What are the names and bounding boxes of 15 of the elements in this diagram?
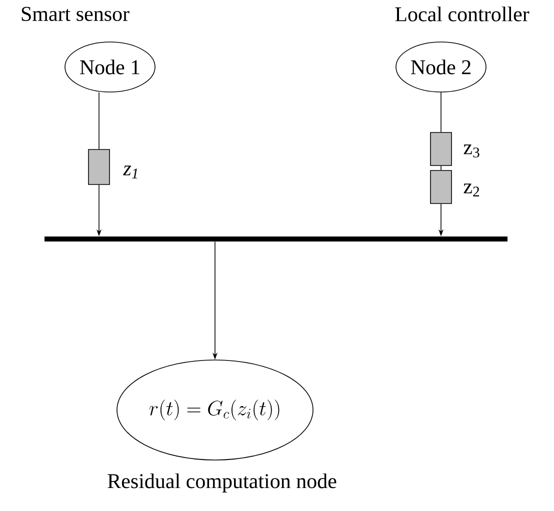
ellipse-node: Node 2 [396, 42, 486, 92]
packet-label: z$_{2}$ [464, 184, 480, 196]
connector-line [440, 92, 442, 132]
packet-box [430, 170, 452, 204]
packet-box [430, 132, 452, 166]
packet-box [88, 149, 110, 185]
node-caption: Local controller [395, 6, 530, 22]
ellipse-node: Node 1 [64, 42, 156, 92]
packet-label: z$_{1}$ [122, 166, 138, 178]
connector-line [440, 165, 442, 170]
node-caption: Smart sensor [22, 6, 130, 22]
connector-line [98, 92, 100, 150]
node-caption: Residual computation node [108, 473, 336, 492]
ellipse-node: $r(t) = G_{c}(z_{i}(t))$ [116, 360, 314, 460]
packet-label: z$_{3}$ [464, 144, 480, 158]
